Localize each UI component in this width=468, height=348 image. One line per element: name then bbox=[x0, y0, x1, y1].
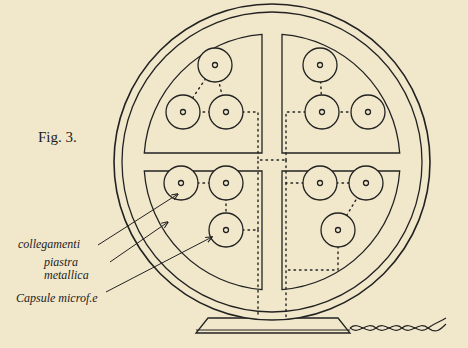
dotted-connections bbox=[181, 65, 368, 318]
microphone-capsule bbox=[321, 213, 355, 247]
housing-inner-ring bbox=[122, 12, 422, 312]
microphone-capsule bbox=[305, 95, 339, 129]
part-label: piastra metallica bbox=[44, 256, 106, 281]
metal-plate bbox=[282, 34, 400, 153]
microphone-capsule bbox=[209, 95, 243, 129]
microphone-capsule bbox=[198, 48, 232, 82]
microphone-capsule bbox=[209, 213, 243, 247]
microphone-capsule bbox=[166, 95, 200, 129]
microphone-capsule bbox=[164, 166, 198, 200]
microphone-capsule bbox=[303, 166, 337, 200]
part-label: Capsule microf.e bbox=[16, 292, 98, 305]
microphone-capsule bbox=[351, 95, 385, 129]
microphone-capsule bbox=[209, 166, 243, 200]
microphone-capsule bbox=[303, 48, 337, 82]
microphone-capsule bbox=[349, 166, 383, 200]
metal-plate bbox=[144, 34, 262, 153]
leader-lines bbox=[98, 194, 212, 292]
stand-edge bbox=[196, 330, 350, 331]
housing-outer-ring bbox=[114, 4, 430, 320]
twisted-cord bbox=[350, 318, 446, 331]
part-label: collegamenti bbox=[18, 238, 80, 251]
figure-number: Fig. 3. bbox=[38, 130, 77, 146]
